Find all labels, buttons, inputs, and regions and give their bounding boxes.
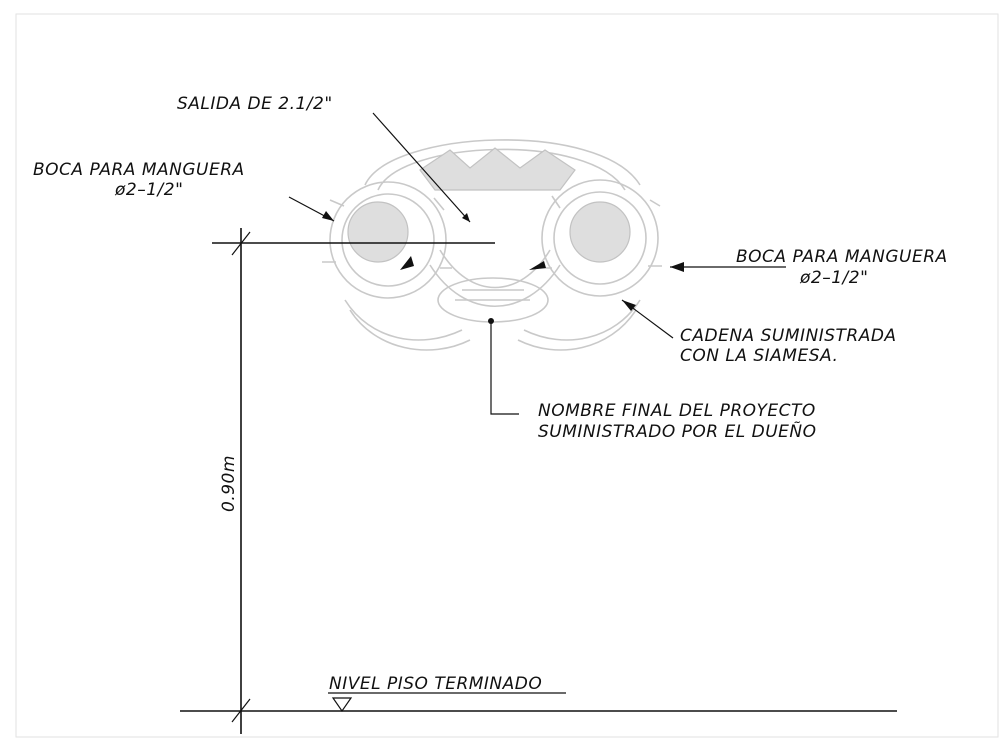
- label-nombre-line1: NOMBRE FINAL DEL PROYECTO: [538, 401, 816, 421]
- siamese-connection-illustration: [322, 139, 662, 351]
- label-cadena-line2: CON LA SIAMESA.: [680, 346, 838, 366]
- label-boca-right-line1: BOCA PARA MANGUERA: [736, 247, 948, 267]
- label-boca-left-line2: ø2–1/2": [114, 180, 183, 200]
- leader-nombre-dot-icon: [488, 318, 494, 324]
- fitting-arrow-right-icon: [529, 261, 546, 270]
- label-nivel: NIVEL PISO TERMINADO: [329, 674, 542, 694]
- label-boca-left-line1: BOCA PARA MANGUERA: [33, 160, 245, 180]
- leader-boca-right-arrow-icon: [670, 262, 684, 272]
- leader-cadena-arrow-icon: [622, 300, 636, 311]
- label-cadena-line1: CADENA SUMINISTRADA: [680, 326, 897, 346]
- label-nombre-line2: SUMINISTRADO POR EL DUEÑO: [538, 420, 816, 442]
- leader-salida-arrow-icon: [462, 213, 470, 222]
- leader-salida: [372, 112, 471, 223]
- label-boca-right-line2: ø2–1/2": [799, 268, 868, 288]
- level-marker-icon: [331, 697, 353, 713]
- label-dimension: 0.90m: [219, 455, 239, 512]
- label-salida: SALIDA DE 2.1/2": [177, 94, 333, 114]
- drawing-frame: [15, 13, 999, 738]
- leader-boca-left-arrow-icon: [322, 211, 334, 221]
- fitting-arrow-left-icon: [400, 256, 414, 270]
- leader-nombre: [490, 322, 519, 415]
